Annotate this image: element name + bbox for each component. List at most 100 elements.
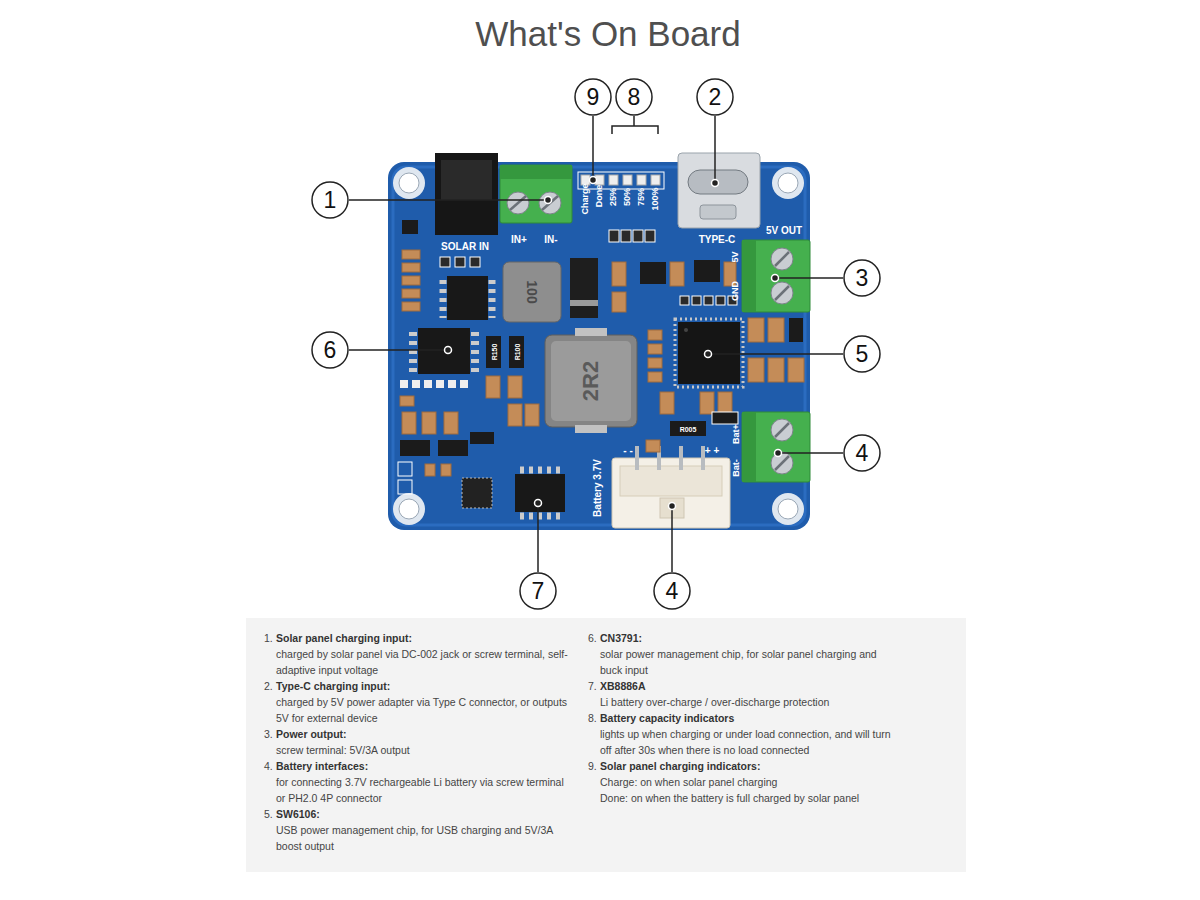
mounting-hole [778, 173, 798, 193]
capacitor [402, 289, 420, 298]
capacitor [508, 376, 522, 398]
transistor [438, 440, 468, 456]
component [424, 380, 432, 388]
item-description: Done: on when the battery is full charge… [600, 790, 893, 806]
item-description: solar power management chip, for solar p… [600, 646, 893, 678]
callout-outline [844, 435, 880, 471]
mounting-hole [778, 499, 798, 519]
item-heading: SW6106: [276, 806, 569, 822]
silkscreen-label: R005 [680, 426, 697, 433]
callout-circle: 1 [311, 181, 349, 219]
capacitor [612, 262, 626, 286]
item-number: 9. [588, 758, 597, 774]
mounting-hole [399, 173, 419, 193]
item-number: 2. [264, 678, 273, 694]
component [460, 380, 468, 388]
capacitor [670, 262, 684, 286]
leader-line [349, 349, 448, 351]
item-heading: CN3791: [600, 630, 893, 646]
capacitor [444, 412, 458, 434]
leader-line [537, 503, 539, 572]
dc-jack [435, 153, 498, 235]
capacitor [648, 372, 662, 382]
resistor [692, 296, 701, 305]
silkscreen-label: R150 [491, 344, 498, 361]
diode [570, 258, 598, 318]
led [623, 175, 632, 185]
capacitor [508, 404, 522, 426]
leader-dot [705, 351, 712, 358]
mounting-hole [772, 167, 804, 199]
resistor [609, 230, 619, 242]
inductor [503, 262, 561, 322]
capacitor [402, 302, 420, 311]
callout-circle: 9 [574, 78, 612, 116]
item-description: charged by 5V power adapter via Type C c… [276, 694, 569, 726]
callout-circle: 6 [311, 331, 349, 369]
item-description: USB power management chip, for USB charg… [276, 822, 569, 854]
item-heading: Solar panel charging indicators: [600, 758, 893, 774]
capacitor [646, 440, 660, 452]
transistor [470, 432, 494, 444]
silkscreen-label: SOLAR IN [441, 242, 489, 252]
chip-pins [489, 280, 496, 318]
component [412, 380, 420, 388]
capacitor [648, 330, 662, 340]
resistor [680, 296, 689, 305]
power-inductor [545, 335, 637, 427]
silkscreen-label: Battery 3.7V [593, 459, 603, 517]
leader-bracket [612, 126, 658, 134]
capacitor [768, 358, 784, 382]
capacitor [402, 276, 420, 285]
callout-circle: 8 [615, 78, 653, 116]
capacitor [648, 344, 662, 354]
feature-item: 5.SW6106:USB power management chip, for … [264, 806, 569, 854]
callout-circle: 7 [519, 572, 557, 610]
item-heading: Type-C charging input: [276, 678, 569, 694]
resistor [633, 230, 643, 242]
resistor [440, 257, 450, 267]
leader-line [592, 116, 594, 180]
chip-pins [440, 280, 447, 318]
callout-circle: 3 [843, 259, 881, 297]
terminal-screw [539, 192, 561, 214]
callout-number: 8 [615, 78, 653, 116]
screw-terminal [742, 412, 810, 482]
component [448, 380, 456, 388]
callout-outline [844, 260, 880, 296]
silkscreen-label: 5V [731, 251, 740, 262]
item-number: 3. [264, 726, 273, 742]
component [400, 380, 408, 388]
mounting-hole [399, 499, 419, 519]
chip [462, 478, 492, 508]
silkscreen-label: 2R2 [580, 361, 602, 401]
leader-line [708, 353, 843, 355]
item-number: 4. [264, 758, 273, 774]
transistor [640, 262, 666, 284]
capacitor [402, 250, 420, 259]
leader-dot [712, 180, 719, 187]
callout-number: 6 [311, 331, 349, 369]
chip-xb8886a [515, 474, 565, 512]
item-heading: Power output: [276, 726, 569, 742]
feature-item: 4.Battery interfaces:for connecting 3.7V… [264, 758, 569, 806]
diode-band [570, 300, 598, 306]
callout-number: 5 [843, 335, 881, 373]
chip [447, 276, 488, 320]
resistor [509, 336, 524, 368]
ph2-connector [612, 458, 730, 528]
capacitor [718, 392, 732, 414]
capacitor [748, 358, 764, 382]
feature-item: 6.CN3791:solar power management chip, fo… [588, 630, 893, 678]
chip-pins [471, 332, 479, 372]
feature-item: 9.Solar panel charging indicators:Charge… [588, 758, 893, 806]
item-description: for connecting 3.7V rechargeable Li batt… [276, 774, 569, 806]
capacitor [700, 392, 714, 414]
terminal-screw [771, 248, 793, 270]
test-pad [398, 480, 412, 494]
mounting-hole [772, 493, 804, 525]
silkscreen-label: 100 [525, 280, 539, 303]
capacitor [441, 464, 451, 476]
capacitor [422, 412, 436, 434]
ph2-connector [620, 466, 722, 496]
